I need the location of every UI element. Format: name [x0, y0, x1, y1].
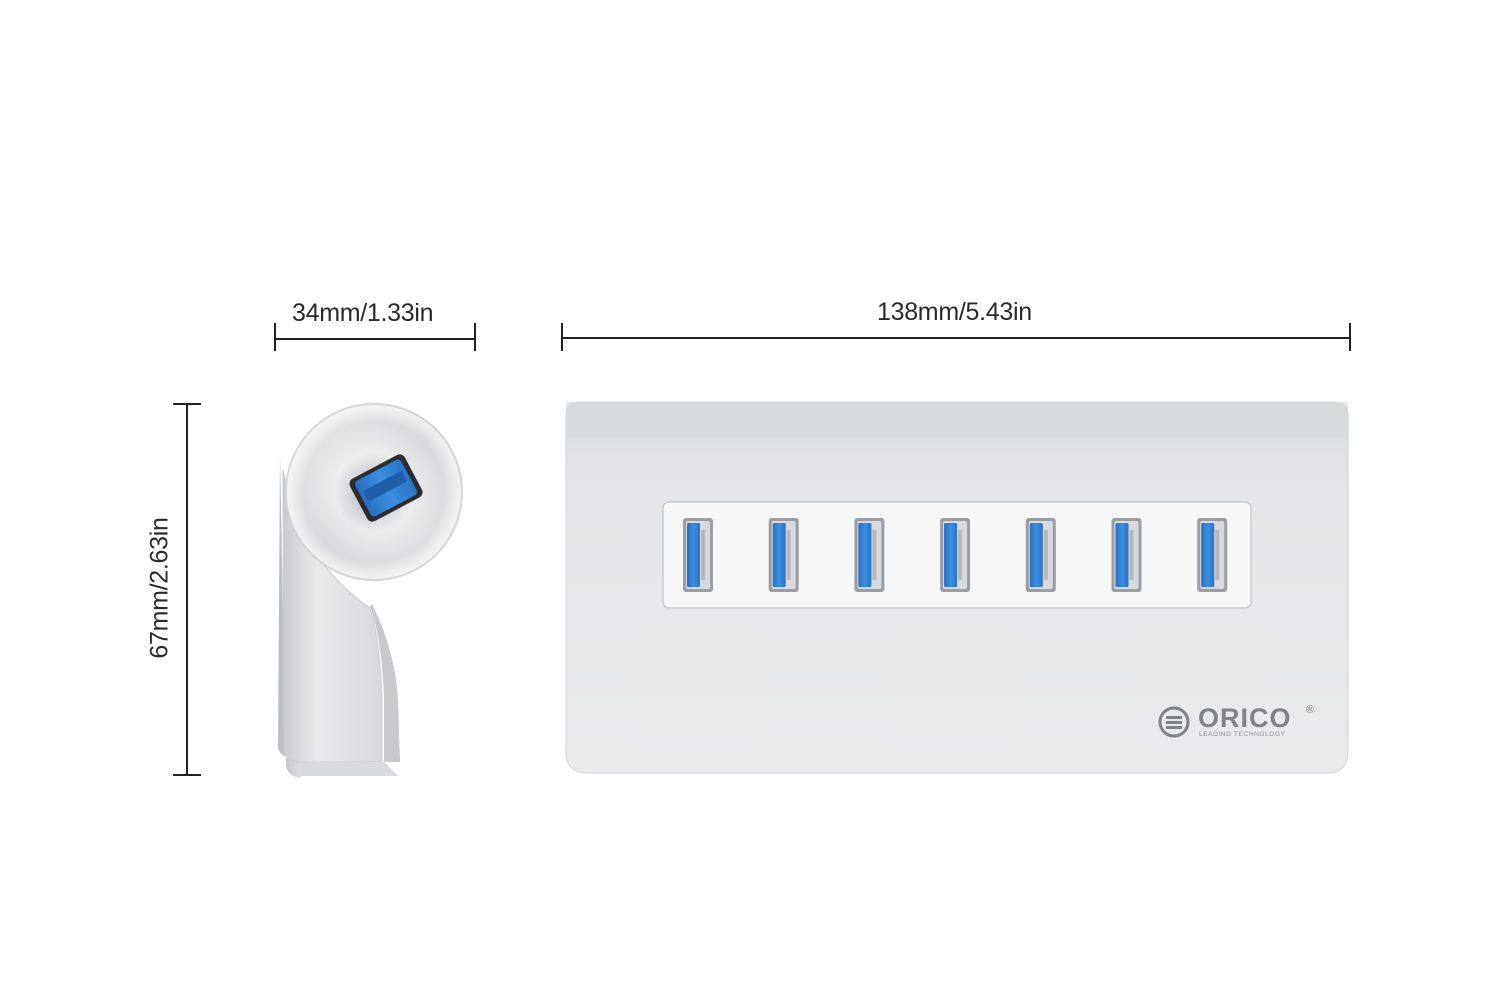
orico-logo-icon	[1158, 706, 1190, 738]
front-usb-port	[1111, 518, 1142, 592]
front-usb-port	[683, 518, 713, 592]
front-width-label: 138mm/5.43in	[877, 298, 1032, 326]
registered-mark: ®	[1306, 704, 1315, 716]
side-view	[278, 403, 463, 778]
side-usb-port	[349, 454, 423, 522]
front-view	[565, 401, 1349, 774]
side-width-label: 34mm/1.33in	[292, 299, 434, 327]
brand-name: ORICO	[1198, 703, 1292, 733]
front-usb-port	[1025, 518, 1056, 592]
front-usb-port	[768, 518, 799, 592]
brand-logo: ORICO ® LEADING TECHNOLOGY	[1158, 703, 1328, 743]
brand-tagline: LEADING TECHNOLOGY	[1199, 731, 1286, 738]
front-usb-port	[854, 518, 885, 592]
front-usb-port	[940, 518, 971, 592]
front-usb-port	[1197, 518, 1228, 592]
